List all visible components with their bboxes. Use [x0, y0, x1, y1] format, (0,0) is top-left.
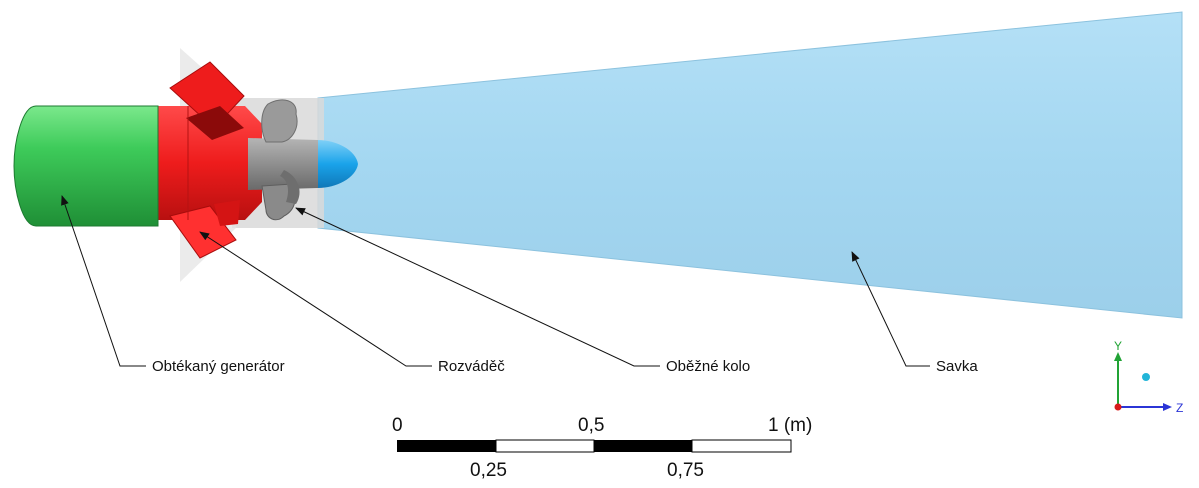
- callout-line-draft-tube: [851, 251, 930, 367]
- callout-line-runner: [295, 207, 660, 367]
- callout-line-distributor: [199, 231, 432, 367]
- generator: [13, 105, 159, 227]
- scale-segment-3: [594, 440, 692, 452]
- scale-label-1: 1 (m): [768, 415, 812, 436]
- scale-segment-2: [495, 439, 595, 453]
- label-runner: Oběžné kolo: [666, 358, 750, 375]
- axis-x-dot: [1142, 373, 1150, 381]
- guide-vane-upper-dark: [186, 106, 244, 140]
- guide-vane-lower-2: [214, 200, 240, 226]
- label-draft-tube: Savka: [936, 358, 978, 375]
- draft-tube: [317, 11, 1183, 319]
- scale-segment-1: [397, 440, 496, 452]
- scale-label-0: 0: [392, 415, 403, 436]
- label-distributor: Rozváděč: [438, 358, 505, 375]
- label-generator: Obtékaný generátor: [152, 358, 285, 375]
- runner-hub: [248, 138, 334, 190]
- axis-triad: Y Z: [1114, 339, 1183, 415]
- scale-label-0-25: 0,25: [470, 460, 507, 481]
- scale-bar: 0 0,5 1 (m) 0,25 0,75: [392, 415, 812, 481]
- callout-line-generator: [61, 195, 146, 367]
- axis-y-label: Y: [1114, 339, 1122, 353]
- scale-label-0-5: 0,5: [578, 415, 604, 436]
- scale-label-0-75: 0,75: [667, 460, 704, 481]
- runner-blade-mid: [280, 170, 300, 204]
- hub-tip: [318, 140, 358, 188]
- scale-segment-4: [691, 439, 792, 453]
- axis-origin: [1114, 403, 1122, 411]
- distributor-body: [155, 106, 262, 220]
- axis-z-label: Z: [1176, 401, 1183, 415]
- runner-blade-upper: [261, 99, 298, 143]
